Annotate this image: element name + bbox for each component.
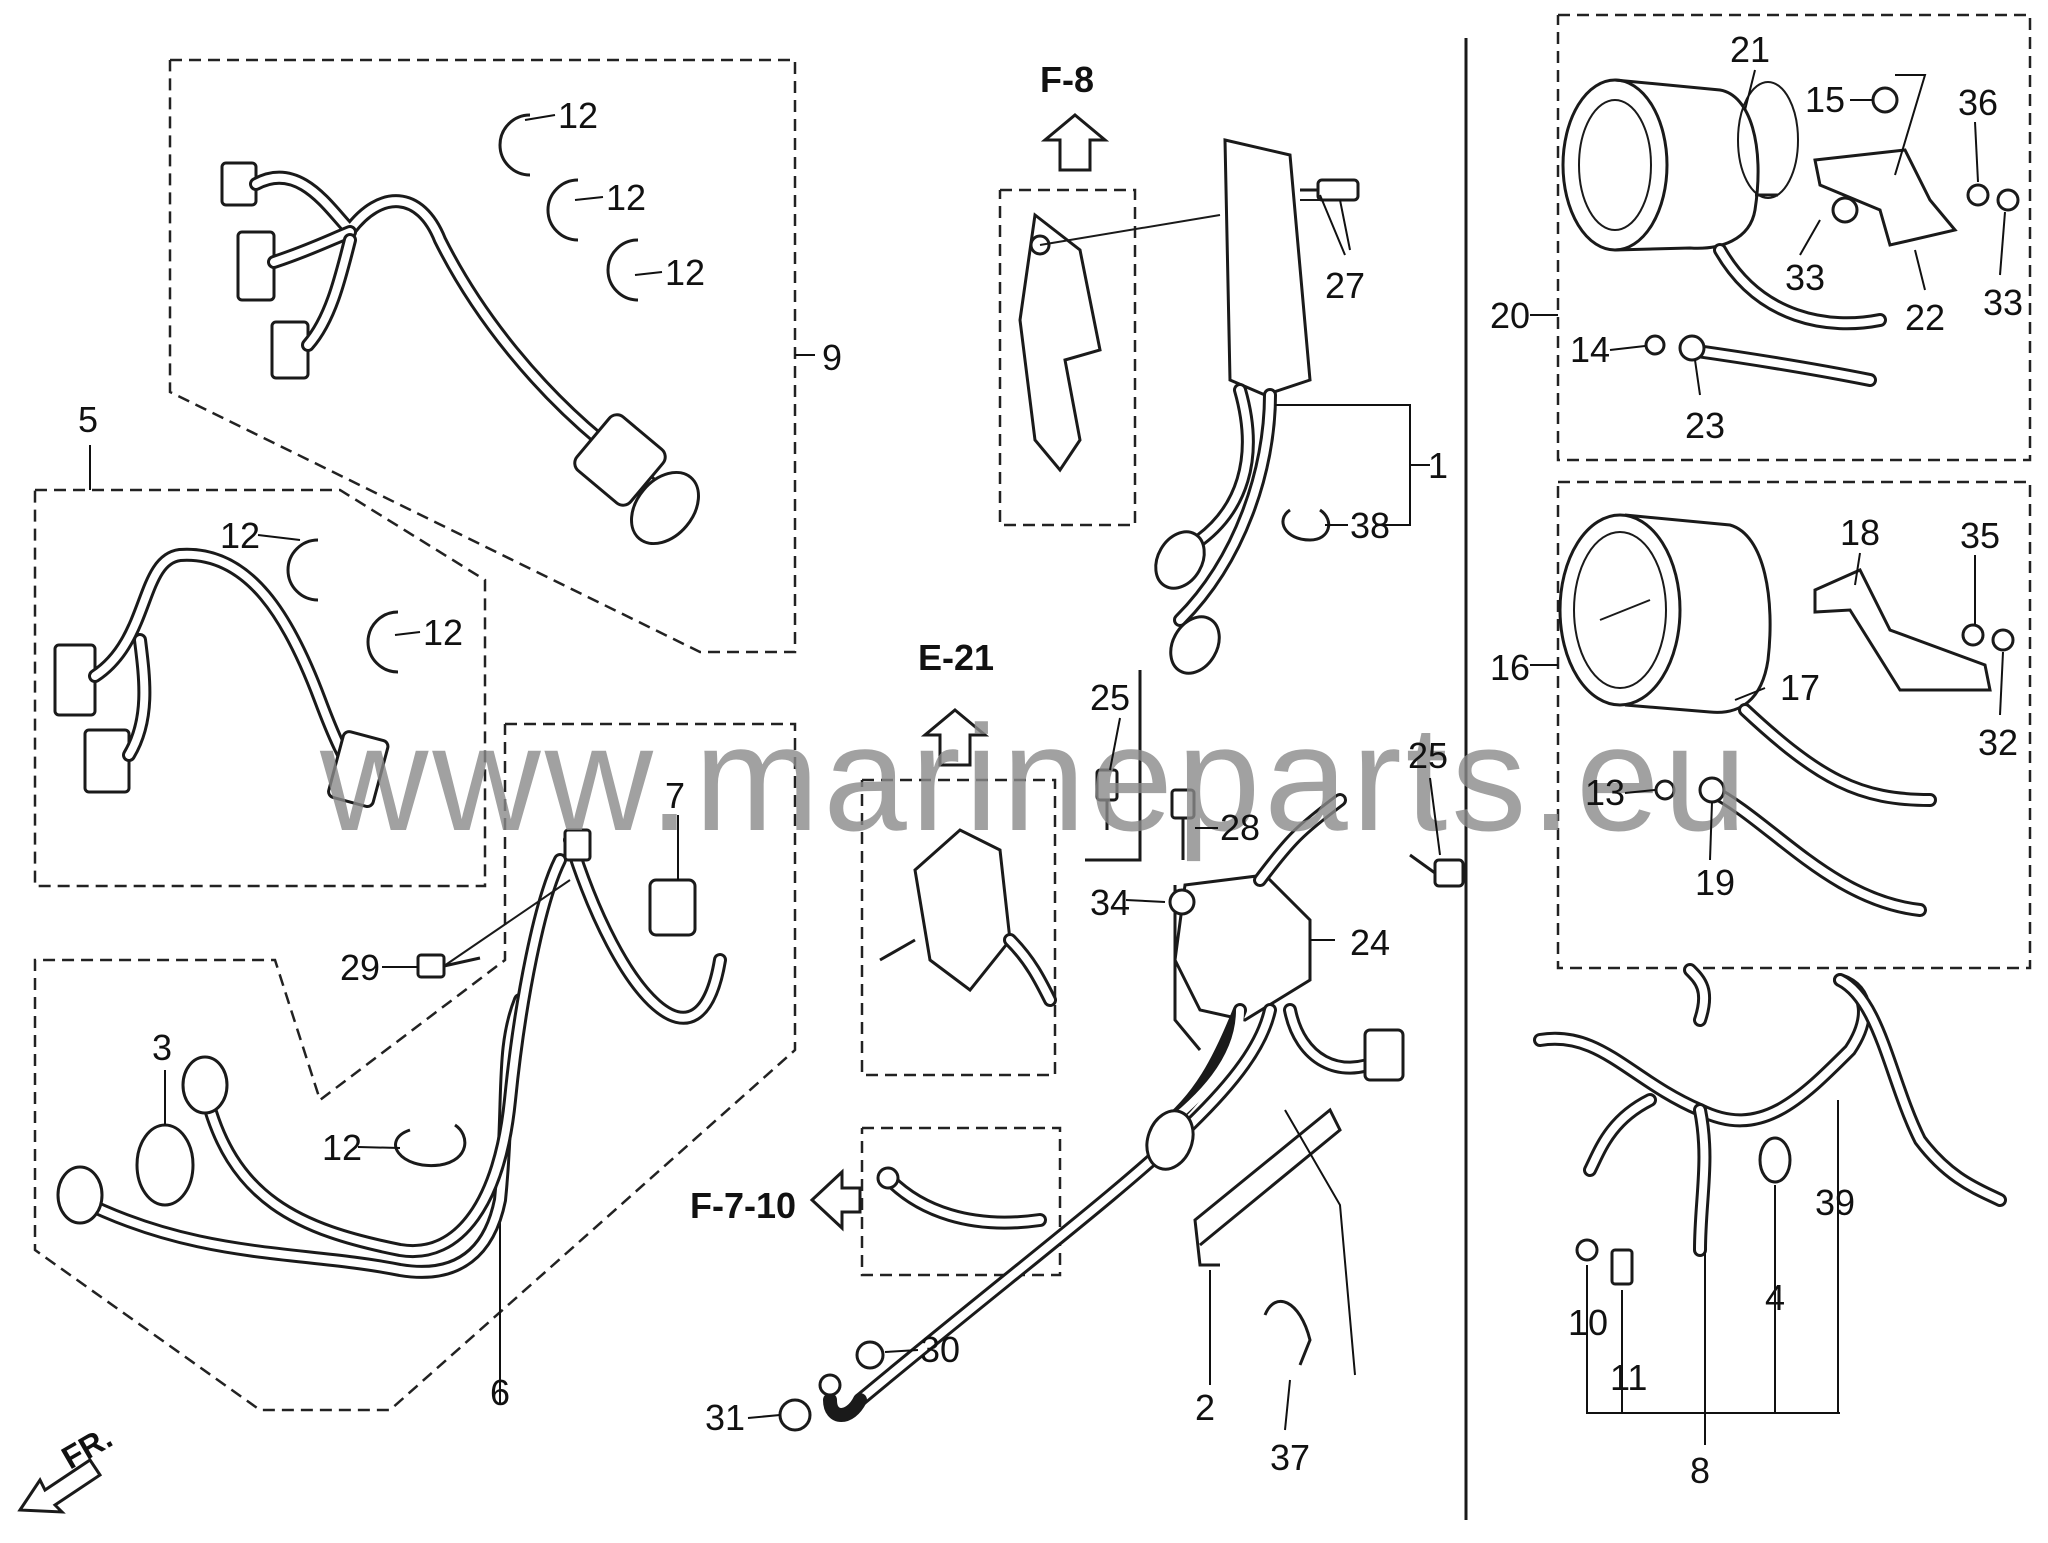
callout-1: 1 bbox=[1428, 445, 1448, 486]
front-marker-label: FR. bbox=[56, 1419, 119, 1476]
callout-2: 2 bbox=[1195, 1387, 1215, 1428]
callout-15: 15 bbox=[1805, 79, 1845, 120]
group-1-rectifier bbox=[998, 113, 1430, 675]
group-9-harness bbox=[168, 58, 815, 654]
callout-35: 35 bbox=[1960, 515, 2000, 556]
callout-9: 9 bbox=[822, 337, 842, 378]
callout-24: 24 bbox=[1350, 922, 1390, 963]
callout-12-b: 12 bbox=[606, 177, 646, 218]
callout-12-d: 12 bbox=[220, 515, 260, 556]
callout-34: 34 bbox=[1090, 882, 1130, 923]
callout-6: 6 bbox=[490, 1372, 510, 1413]
group-8-harness bbox=[1533, 963, 2007, 1445]
callout-12-c: 12 bbox=[665, 252, 705, 293]
callout-8: 8 bbox=[1690, 1450, 1710, 1491]
group-20-meter bbox=[1530, 13, 2032, 462]
callout-21: 21 bbox=[1730, 29, 1770, 70]
front-marker: FR. bbox=[17, 1419, 119, 1514]
callout-31: 31 bbox=[705, 1397, 745, 1438]
callout-18: 18 bbox=[1840, 512, 1880, 553]
callout-14: 14 bbox=[1570, 329, 1610, 370]
callout-37: 37 bbox=[1270, 1437, 1310, 1478]
callout-11: 11 bbox=[1610, 1357, 1647, 1398]
callout-13: 13 bbox=[1585, 772, 1625, 813]
reference-f710: F-7-10 bbox=[690, 1185, 796, 1226]
callout-36: 36 bbox=[1958, 82, 1998, 123]
callout-27: 27 bbox=[1325, 265, 1365, 306]
callout-4: 4 bbox=[1765, 1277, 1785, 1318]
callout-32: 32 bbox=[1978, 722, 2018, 763]
callout-17: 17 bbox=[1780, 667, 1820, 708]
leader-lines bbox=[164, 69, 2006, 1431]
callout-23: 23 bbox=[1685, 405, 1725, 446]
callout-38: 38 bbox=[1350, 505, 1390, 546]
callout-25-b: 25 bbox=[1408, 735, 1448, 776]
callout-3: 3 bbox=[152, 1027, 172, 1068]
callout-5: 5 bbox=[78, 399, 98, 440]
callout-30: 30 bbox=[920, 1329, 960, 1370]
callout-33-b: 33 bbox=[1983, 282, 2023, 323]
group-5-harness bbox=[33, 445, 487, 888]
reference-f8: F-8 bbox=[1040, 59, 1094, 100]
callout-12-e: 12 bbox=[423, 612, 463, 653]
group-6-cables bbox=[33, 722, 797, 1412]
reference-e21: E-21 bbox=[918, 637, 994, 678]
callout-39: 39 bbox=[1815, 1182, 1855, 1223]
callout-25-a: 25 bbox=[1090, 677, 1130, 718]
callout-12-a: 12 bbox=[558, 95, 598, 136]
callout-22: 22 bbox=[1905, 297, 1945, 338]
callout-29: 29 bbox=[340, 947, 380, 988]
callout-12-f: 12 bbox=[322, 1127, 362, 1168]
callout-7: 7 bbox=[665, 775, 685, 816]
group-24-harness bbox=[778, 788, 1465, 1432]
group-16-meter bbox=[1530, 480, 2032, 970]
callout-28: 28 bbox=[1220, 807, 1260, 848]
cable-f710 bbox=[809, 1126, 1062, 1277]
watermark-text: www.marineparts.eu bbox=[319, 694, 1751, 862]
callout-19: 19 bbox=[1695, 862, 1735, 903]
callout-10: 10 bbox=[1568, 1302, 1608, 1343]
relay-e21 bbox=[860, 670, 1142, 1077]
callout-20: 20 bbox=[1490, 295, 1530, 336]
callout-16: 16 bbox=[1490, 647, 1530, 688]
callout-33-a: 33 bbox=[1785, 257, 1825, 298]
